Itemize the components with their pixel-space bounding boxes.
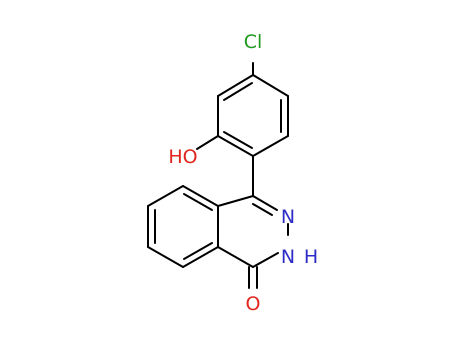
bond-c1-c8a bbox=[217, 246, 254, 268]
carbonyl-oxygen-label: O bbox=[246, 293, 261, 315]
bond-ring-a-6-inner bbox=[223, 82, 253, 101]
amide-nitrogen-label: N bbox=[281, 246, 295, 268]
bond-ring-b-1-inner bbox=[183, 193, 213, 211]
bond-ring-b-2 bbox=[147, 185, 184, 207]
atom-labels: Cl HO N N H O bbox=[168, 31, 318, 315]
bond-ring-a-4 bbox=[217, 135, 254, 157]
amide-hydrogen-label: H bbox=[304, 246, 318, 268]
bond-ring-b-4 bbox=[147, 246, 184, 268]
bond-c4-n3-inner bbox=[252, 203, 273, 216]
chlorine-label: Cl bbox=[244, 31, 263, 53]
bond-ring-b-5 bbox=[182, 246, 219, 268]
bond-ring-b-1 bbox=[182, 185, 219, 207]
hydroxyl-label: HO bbox=[168, 146, 197, 168]
bond-c-oh bbox=[196, 135, 219, 150]
imine-nitrogen-label: N bbox=[281, 206, 295, 228]
bond-ring-a-1 bbox=[252, 74, 289, 97]
bond-ring-a-6 bbox=[217, 74, 254, 97]
bond-ring-b-5-inner bbox=[183, 242, 213, 260]
bond-c4a-c4 bbox=[217, 195, 254, 207]
bond-ring-a-4-inner bbox=[223, 131, 253, 149]
bond-ring-a-3 bbox=[252, 135, 289, 157]
bond-c4-n3 bbox=[252, 195, 278, 211]
bonds bbox=[147, 62, 289, 289]
bond-n2-c1 bbox=[252, 252, 279, 268]
